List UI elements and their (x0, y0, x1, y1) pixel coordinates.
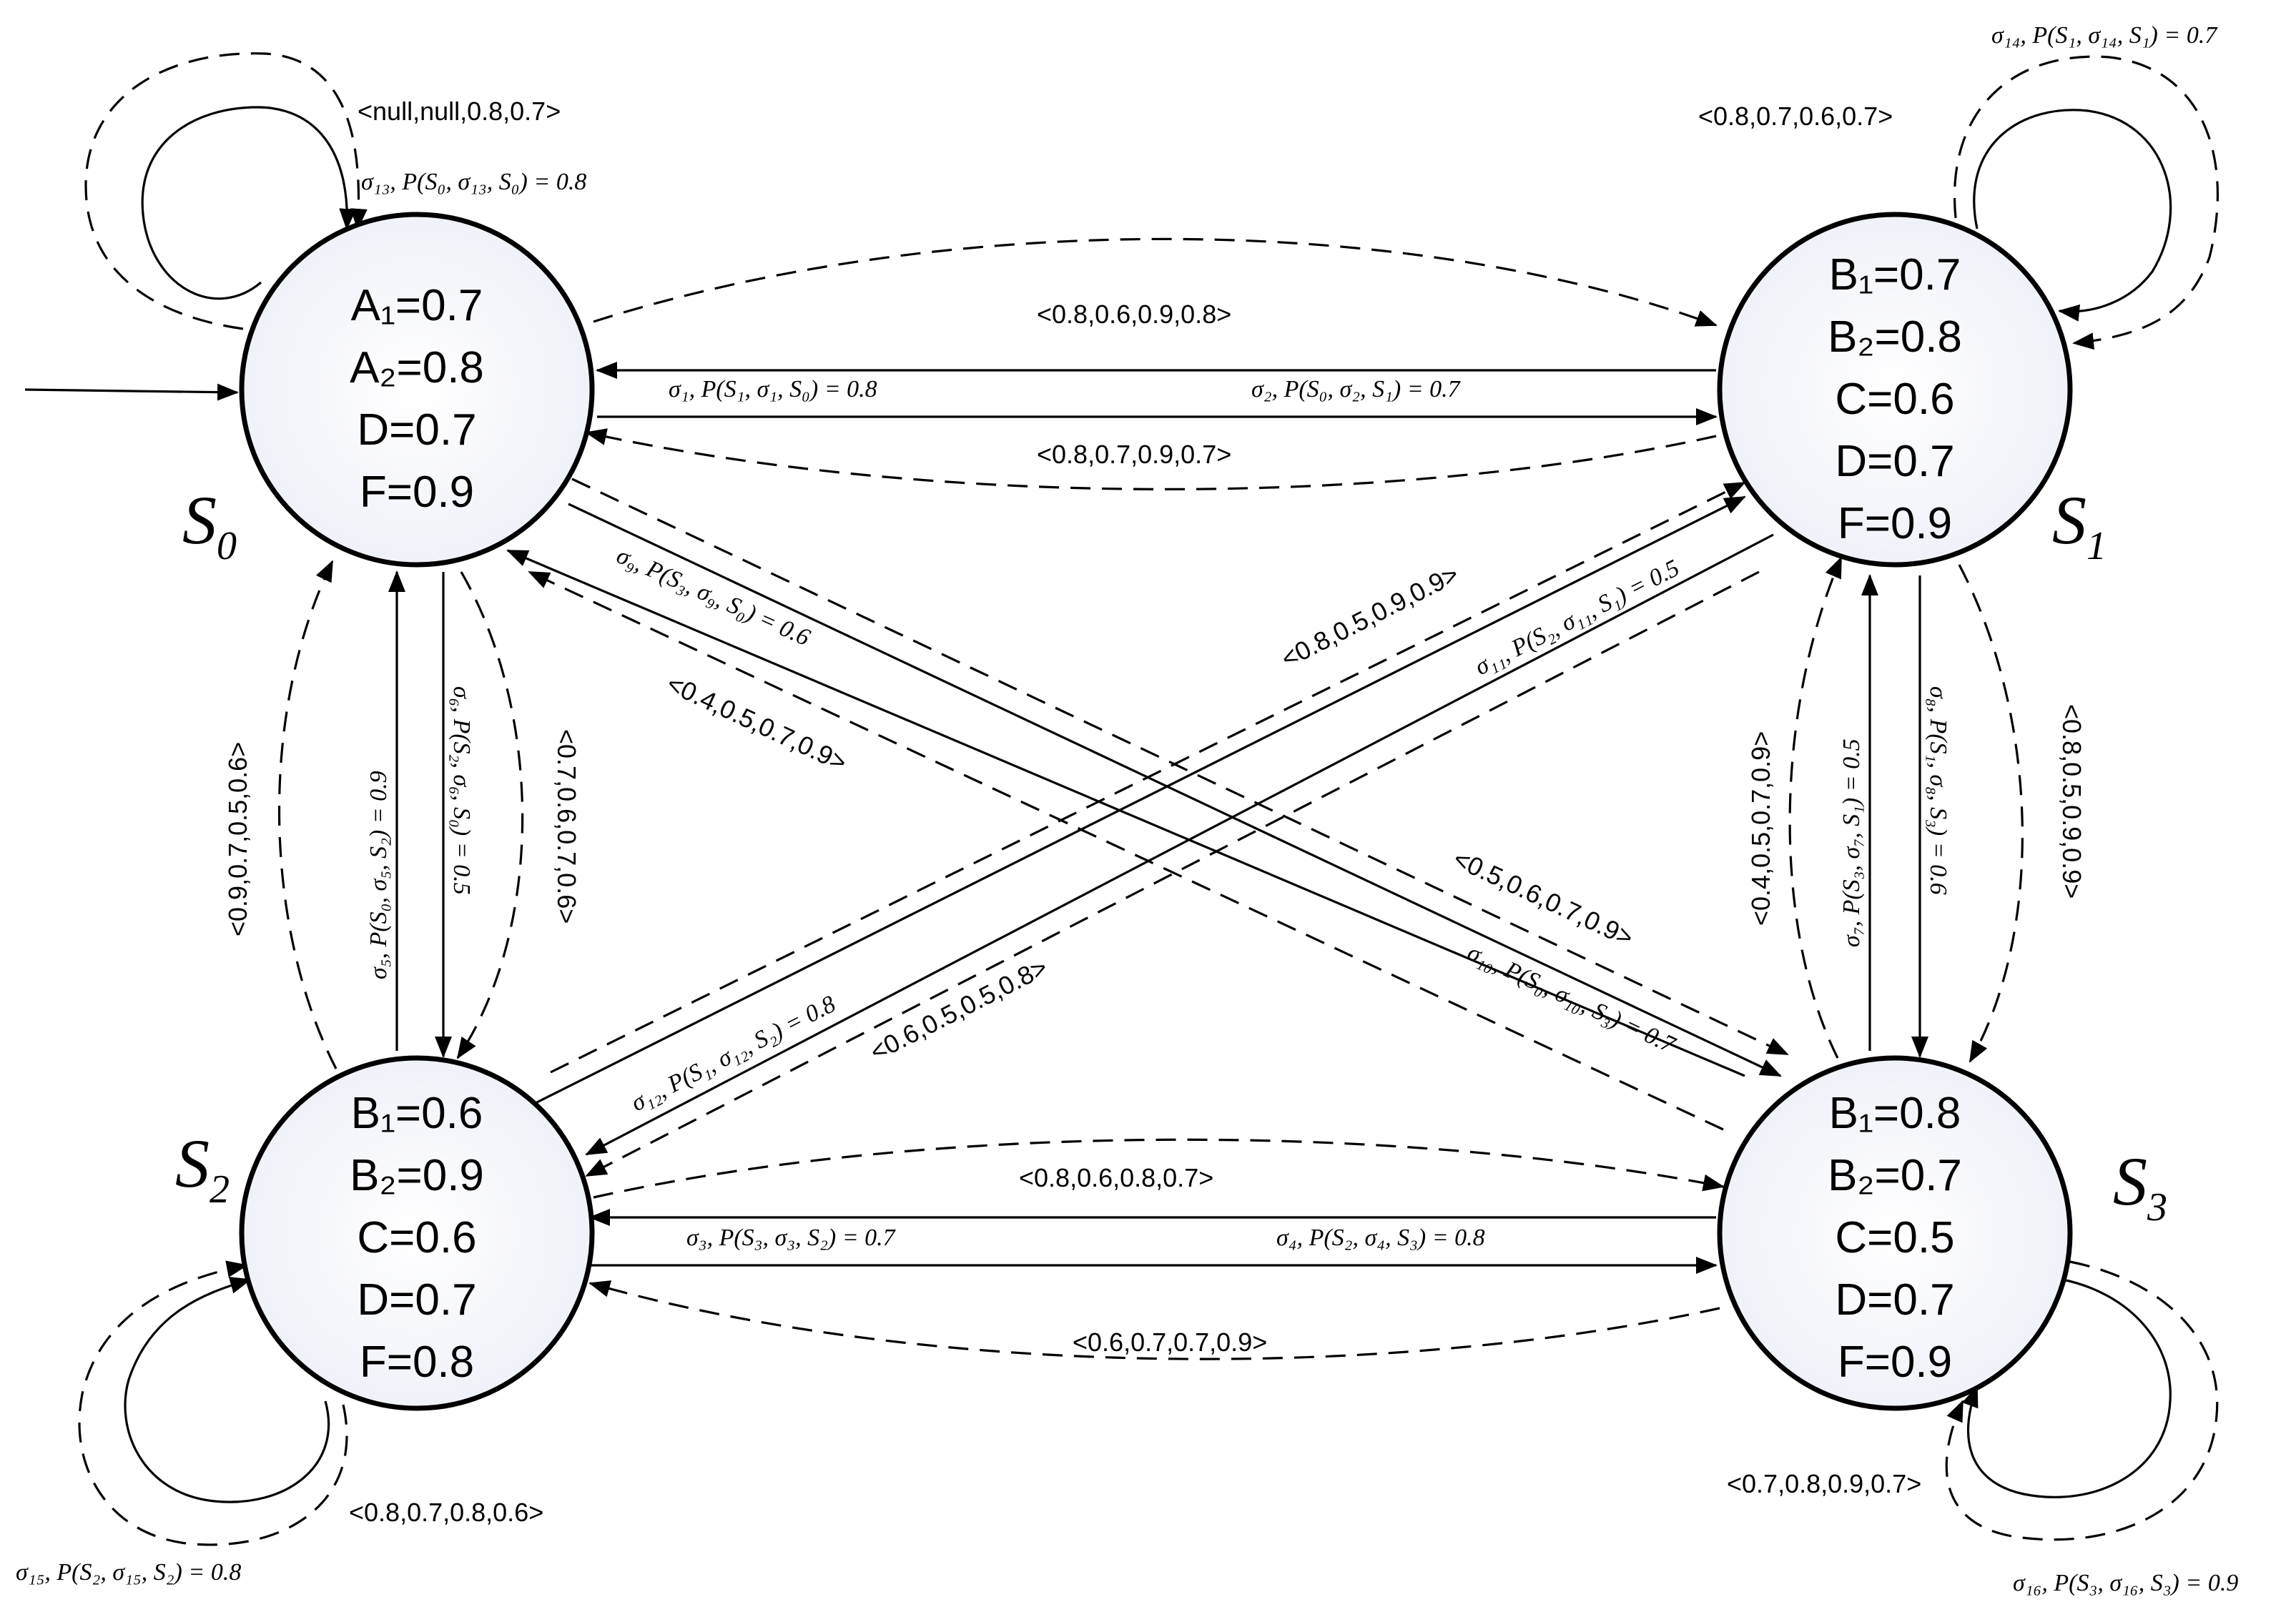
loop-s3-dashed (1945, 1260, 2219, 1541)
s2-attr-2: B₂=0.9 (350, 1151, 484, 1200)
vec-s1-s3-left: <0.4,0.5,0.7,0.9> (1746, 731, 1775, 926)
s2-attr-4: D=0.7 (357, 1275, 476, 1325)
edge-s2-s0-left-dashed (278, 560, 337, 1069)
edge-t11 (532, 495, 1746, 1106)
state-label-s1: S1 (2052, 482, 2107, 568)
loop-s1-solid (1973, 109, 2172, 322)
vec-loop-s2: <0.8,0.7,0.8,0.6> (349, 1498, 543, 1527)
s0-attr-2: A₂=0.8 (350, 343, 484, 392)
state-label-s0: S0 (182, 482, 237, 568)
vec-diag-s0-s3: <0.5,0.6,0.7,0.9> (1449, 844, 1638, 952)
s3-sub: 3 (2147, 1185, 2167, 1230)
loop-s1-dashed (1953, 55, 2219, 350)
prob-t7: σ₇, P(S₃, σ₇, S₁) = 0.5 (1838, 738, 1865, 947)
state-s3: B₁=0.8 B₂=0.7 C=0.5 D=0.7 F=0.9 (1717, 1055, 2073, 1411)
s1-attr-5: F=0.9 (1838, 499, 1952, 548)
loop-s0-dashed (84, 52, 368, 330)
s3-attr-2: B₂=0.7 (1828, 1151, 1962, 1200)
vec-diag-s1-s2: <0.6,0.5,0.5,0.8> (865, 952, 1052, 1067)
prob-t9: σ₉, P(S₃, σ₉, S₀) = 0.6 (613, 543, 814, 651)
s1-attr-4: D=0.7 (1835, 437, 1954, 486)
s1-name: S (2052, 482, 2086, 558)
vec-s1-s3-right: <0.8,0.5,0.9,0.9> (2057, 704, 2086, 899)
s0-sub: 0 (217, 524, 237, 568)
prob-t2: σ₂, P(S₀, σ₂, S₁) = 0.7 (1251, 376, 1462, 402)
s1-attr-1: B₁=0.7 (1829, 250, 1961, 300)
edge-s1-s3-right-dashed (1958, 564, 2024, 1063)
vec-s0-s1-upper: <0.8,0.6,0.9,0.8> (1037, 300, 1231, 329)
state-label-s3: S3 (2113, 1143, 2167, 1230)
vec-diag-s2-s1: <0.8,0.5,0.9,0.9> (1276, 559, 1463, 673)
prob-t12: σ₁₂, P(S₁, σ₁₂, S₂) = 0.8 (627, 991, 840, 1117)
prob-t16: σ₁₆, P(S₃, σ₁₆, S₃) = 0.9 (2013, 1570, 2238, 1596)
vec-s0-s1-lower: <0.8,0.7,0.9,0.7> (1037, 440, 1231, 469)
state-label-s2: S2 (175, 1125, 230, 1212)
edge-s2-s1-dashed (550, 481, 1746, 1074)
s3-attr-4: D=0.7 (1835, 1275, 1954, 1325)
s1-attr-3: C=0.6 (1835, 375, 1954, 424)
s0-name: S (182, 482, 217, 558)
prob-t8: σ₈, P(S₁, σ₈, S₃) = 0.6 (1925, 686, 1951, 895)
edge-s3-s1-left-dashed (1788, 556, 1843, 1059)
vec-loop-s1: <0.8,0.7,0.6,0.7> (1698, 102, 1893, 131)
prob-t15: σ₁₅, P(S₂, σ₁₅, S₂) = 0.8 (16, 1559, 241, 1586)
prob-t10: σ₁₀, P(S₀, σ₁₀, S₃) = 0.7 (1464, 939, 1680, 1059)
s3-attr-3: C=0.5 (1835, 1213, 1954, 1262)
s0-attr-4: F=0.9 (360, 468, 474, 517)
prob-t13: σ₁₃, P(S₀, σ₁₃, S₀) = 0.8 (361, 169, 586, 195)
prob-t5: σ₅, P(S₀, σ₅, S₂) = 0.9 (365, 771, 392, 979)
prob-t14: σ₁₄, P(S₁, σ₁₄, S₁) = 0.7 (1991, 22, 2218, 49)
s2-name: S (175, 1125, 210, 1202)
vec-s0-s2-right: <0.7,0.6,0.7,0.6> (552, 729, 581, 924)
s3-attr-1: B₁=0.8 (1829, 1089, 1961, 1138)
s2-attr-3: C=0.6 (357, 1213, 476, 1262)
prob-t4: σ₄, P(S₂, σ₄, S₃) = 0.8 (1276, 1225, 1485, 1251)
state-s2: B₁=0.6 B₂=0.9 C=0.6 D=0.7 F=0.8 (239, 1055, 595, 1411)
s2-attr-5: F=0.8 (360, 1338, 474, 1387)
edge-s3-s2-lower-dashed (588, 1280, 1720, 1360)
s0-attr-1: A₁=0.7 (351, 281, 483, 330)
edge-s1-s2-dashed (585, 570, 1760, 1177)
vec-s0-s2-left: <0.9,0.7,0.5,0.6> (223, 742, 252, 936)
s1-attr-2: B₂=0.8 (1828, 312, 1962, 362)
vec-loop-s0: <null,null,0.8,0.7> (358, 97, 561, 126)
edge-t10 (568, 503, 1782, 1077)
loop-s2-solid (124, 1277, 330, 1503)
prob-t1: σ₁, P(S₁, σ₁, S₀) = 0.8 (669, 376, 877, 402)
s3-name: S (2113, 1143, 2147, 1220)
vec-s2-s3-upper: <0.8,0.6,0.8,0.7> (1019, 1163, 1213, 1192)
s3-attr-5: F=0.9 (1838, 1338, 1952, 1387)
loop-s2-dashed (78, 1260, 348, 1546)
s1-sub: 1 (2086, 524, 2107, 568)
edge-s0-s1-upper-dashed (593, 237, 1718, 327)
state-s1: B₁=0.7 B₂=0.8 C=0.6 D=0.7 F=0.9 (1717, 212, 2073, 568)
edge-t12 (585, 533, 1774, 1156)
edge-s2-s3-upper-dashed (593, 1138, 1725, 1199)
edge-s0-s3-dashed (571, 478, 1789, 1056)
s2-sub: 2 (210, 1167, 230, 1212)
edge-s0-s2-right-dashed (456, 571, 524, 1059)
vec-loop-s3: <0.7,0.8,0.9,0.7> (1727, 1469, 1921, 1498)
initial-arrow (24, 383, 239, 401)
state-s0: A₁=0.7 A₂=0.8 D=0.7 F=0.9 (239, 212, 595, 568)
s0-attr-3: D=0.7 (357, 405, 476, 455)
edge-t9 (506, 549, 1745, 1077)
loop-s0-solid (141, 106, 357, 300)
prob-t3: σ₃, P(S₃, σ₃, S₂) = 0.7 (686, 1225, 897, 1251)
s2-attr-1: B₁=0.6 (351, 1089, 483, 1138)
prob-t6: σ₆, P(S₂, σ₆, S₀) = 0.5 (448, 686, 475, 895)
loop-s3-solid (1961, 1278, 2172, 1498)
vec-s2-s3-lower: <0.6,0.7,0.7,0.9> (1073, 1327, 1267, 1357)
